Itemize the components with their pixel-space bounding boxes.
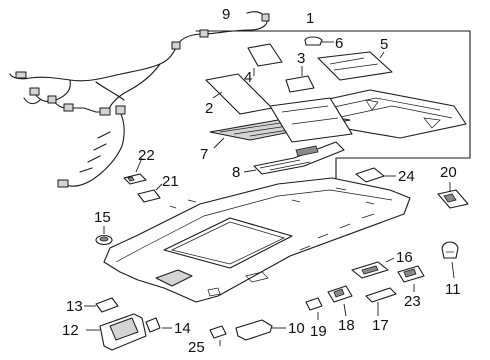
- callout-22: 22: [138, 147, 155, 164]
- part-3-pad: [285, 75, 315, 93]
- callout-16: 16: [396, 249, 413, 266]
- callout-14: 14: [174, 320, 191, 337]
- wiring-harness: [9, 11, 270, 188]
- callout-9: 9: [222, 6, 230, 23]
- callout-21: 21: [162, 173, 179, 190]
- part-13-cap: [84, 297, 119, 313]
- part-8-console: [243, 141, 345, 175]
- part-10-handle: [235, 319, 286, 341]
- callout-17: 17: [372, 317, 389, 334]
- callout-20: 20: [440, 164, 457, 181]
- part-16-lamp: [351, 257, 395, 279]
- callout-8: 8: [232, 164, 240, 181]
- callout-1: 1: [306, 10, 314, 27]
- part-24-bracket: [355, 167, 396, 183]
- callout-15: 15: [94, 209, 111, 226]
- callout-6: 6: [335, 35, 343, 52]
- callout-25: 25: [188, 339, 205, 356]
- part-17-pad: [365, 287, 397, 316]
- callout-4: 4: [244, 69, 252, 86]
- main-headliner: [103, 177, 411, 303]
- callout-23: 23: [404, 293, 421, 310]
- callout-2: 2: [205, 100, 213, 117]
- part-7-roof-rail: [209, 97, 353, 149]
- part-18-bracket: [327, 285, 353, 317]
- part-11-clip: [441, 241, 459, 279]
- part-12-sun-visor: [86, 313, 147, 351]
- callout-13: 13: [66, 298, 83, 315]
- part-19-clip: [305, 297, 323, 320]
- part-21-bracket: [137, 183, 163, 203]
- callout-7: 7: [200, 146, 208, 163]
- callout-24: 24: [398, 168, 415, 185]
- part-2-strip: [205, 73, 273, 115]
- callout-5: 5: [380, 36, 388, 53]
- callout-19: 19: [310, 323, 327, 340]
- callout-11: 11: [445, 281, 461, 298]
- part-6-clip: [304, 36, 334, 46]
- callout-3: 3: [297, 50, 305, 67]
- part-23-switch: [397, 265, 425, 292]
- part-25-cap: [209, 325, 227, 346]
- callout-12: 12: [62, 322, 79, 339]
- part-15-button: [95, 226, 113, 246]
- part-5-pad: [317, 51, 393, 81]
- part-14-clip: [145, 317, 172, 333]
- callout-18: 18: [338, 317, 355, 334]
- part-4-pad: [247, 43, 283, 67]
- assembly-boundary: [195, 30, 471, 204]
- part-22-lamp: [123, 157, 147, 185]
- callout-10: 10: [288, 320, 305, 337]
- part-20-handle: [437, 182, 469, 209]
